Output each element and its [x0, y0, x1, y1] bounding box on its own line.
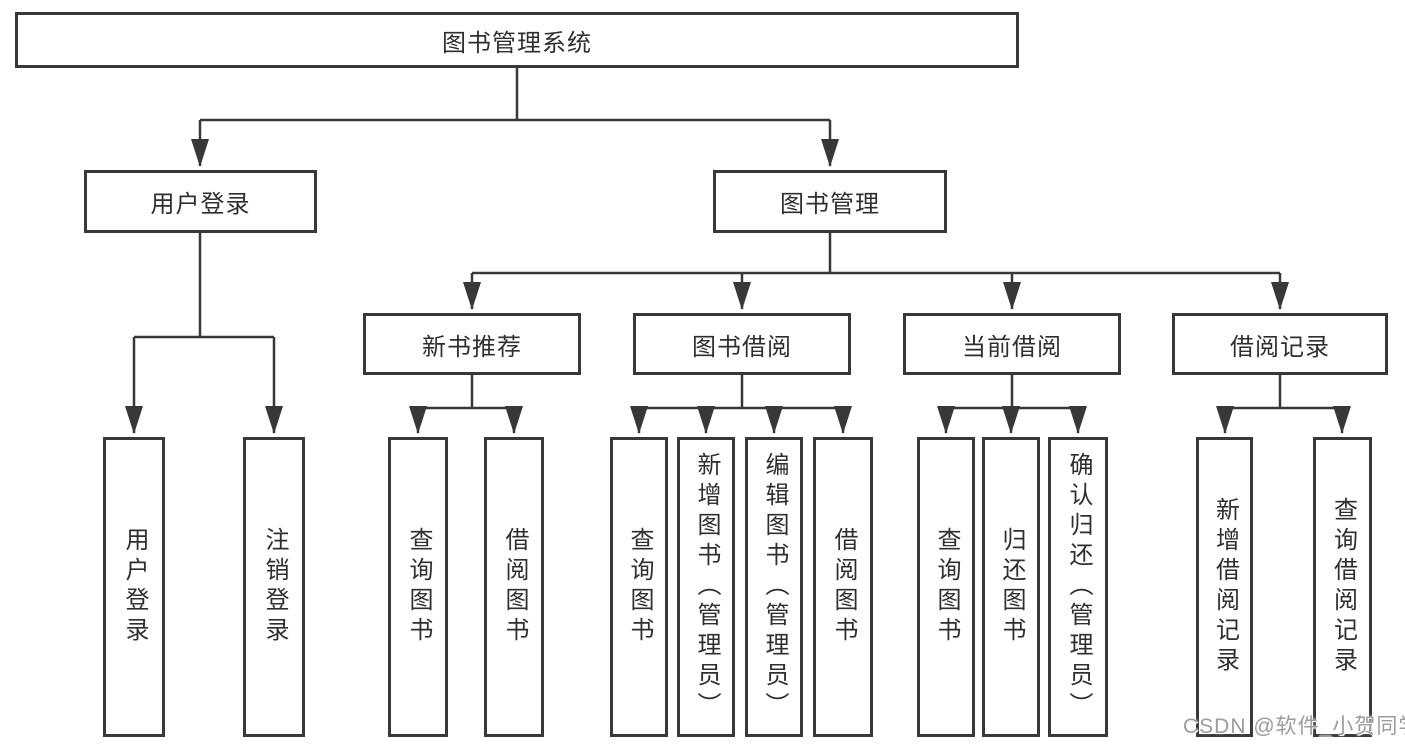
leaf-newrec-borrow-books: 借阅图书: [484, 437, 544, 737]
node-new-book-recommend-label: 新书推荐: [422, 333, 522, 361]
connector-book-management: [472, 233, 1280, 275]
leaf-add-borrow-record-label: 新增借阅记录: [1211, 497, 1239, 677]
leaf-newrec-query-books-label: 查询图书: [405, 527, 432, 647]
leaf-borrow-books: 借阅图书: [813, 437, 873, 737]
node-current-borrowing: 当前借阅: [903, 313, 1121, 375]
leaf-logout: 注销登录: [243, 437, 305, 737]
leaf-logout-label: 注销登录: [261, 527, 288, 647]
node-user-login: 用户登录: [84, 170, 317, 233]
leaf-query-borrow-record: 查询借阅记录: [1313, 437, 1372, 737]
leaf-query-borrow-record-label: 查询借阅记录: [1329, 497, 1357, 677]
node-borrow-records-label: 借阅记录: [1230, 333, 1330, 361]
node-user-login-label: 用户登录: [150, 191, 251, 218]
leaf-add-borrow-record: 新增借阅记录: [1196, 437, 1253, 737]
connector-current-borrowing: [946, 375, 1078, 410]
leaf-current-query-books-label: 查询图书: [933, 527, 960, 647]
node-book-borrowing-label: 图书借阅: [692, 333, 792, 361]
leaf-newrec-query-books: 查询图书: [388, 437, 448, 737]
leaf-edit-books-admin: 编辑图书（管理员）: [745, 437, 803, 737]
leaf-edit-books-admin-label: 编辑图书（管理员）: [761, 452, 788, 722]
leaf-add-books-admin: 新增图书（管理员）: [677, 437, 735, 737]
connector-new-book-recommend: [418, 375, 514, 410]
leaf-confirm-return-admin: 确认归还（管理员）: [1048, 437, 1108, 737]
connector-book-borrowing: [639, 375, 843, 410]
node-root-label: 图书管理系统: [442, 29, 592, 57]
leaf-return-books: 归还图书: [982, 437, 1040, 737]
leaf-add-books-admin-label: 新增图书（管理员）: [693, 452, 720, 722]
leaf-user-login: 用户登录: [103, 437, 165, 737]
node-book-management-label: 图书管理: [780, 191, 880, 218]
connector-borrow-records: [1225, 375, 1342, 410]
node-book-management: 图书管理: [713, 170, 947, 233]
node-current-borrowing-label: 当前借阅: [962, 333, 1062, 361]
leaf-borrowing-query-books: 查询图书: [610, 437, 668, 737]
node-new-book-recommend: 新书推荐: [363, 313, 581, 375]
node-borrow-records: 借阅记录: [1172, 313, 1388, 375]
leaf-borrowing-query-books-label: 查询图书: [626, 527, 653, 647]
node-book-borrowing: 图书借阅: [633, 313, 851, 375]
csdn-watermark: CSDN @软件_小贺同学: [1183, 715, 1405, 738]
leaf-confirm-return-admin-label: 确认归还（管理员）: [1065, 452, 1092, 722]
connector-root: [200, 68, 830, 122]
node-root: 图书管理系统: [15, 12, 1019, 68]
leaf-user-login-label: 用户登录: [121, 527, 148, 647]
leaf-current-query-books: 查询图书: [917, 437, 975, 737]
leaf-newrec-borrow-books-label: 借阅图书: [501, 527, 528, 647]
leaf-return-books-label: 归还图书: [998, 527, 1025, 647]
connector-user-login: [134, 233, 274, 339]
leaf-borrow-books-label: 借阅图书: [830, 527, 857, 647]
